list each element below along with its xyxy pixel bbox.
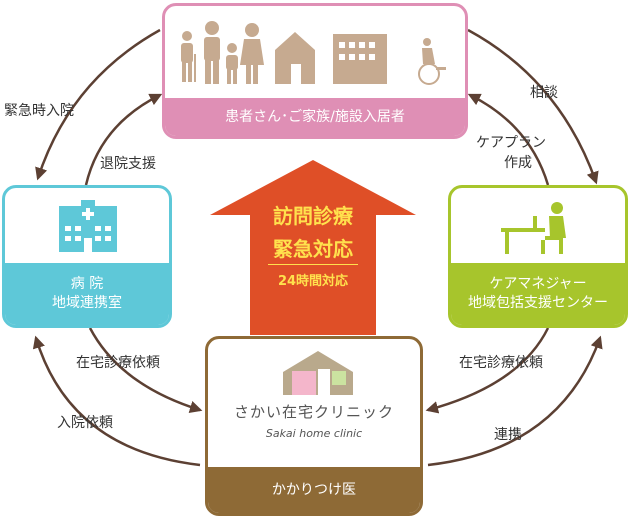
label-home-care-request-left: 在宅診療依頼 — [76, 355, 160, 371]
label-home-care-request-right: 在宅診療依頼 — [459, 355, 543, 371]
center-arrow — [210, 160, 416, 335]
clinic-label: かかりつけ医 — [271, 481, 357, 498]
arrow-clinic-to-caremanager — [427, 335, 603, 467]
center-arrow-text-2: 緊急対応 — [273, 237, 353, 261]
clinic-logo-icon — [283, 351, 353, 395]
label-care-plan-1: ケアプラン — [476, 135, 546, 151]
label-care-plan-2: 作成 — [504, 155, 532, 171]
label-cooperation: 連携 — [494, 427, 522, 443]
arrow-hospital-to-patient — [84, 93, 163, 186]
clinic-logo-subtext: Sakai home clinic — [265, 427, 363, 440]
hospital-label-2: 地域連携室 — [52, 295, 122, 311]
arrow-patient-to-caremanager — [467, 28, 599, 185]
label-discharge-support: 退院支援 — [100, 156, 156, 172]
hospital-icon — [59, 200, 117, 252]
label-consultation: 相談 — [530, 85, 558, 101]
center-arrow-divider — [268, 264, 358, 265]
center-arrow-text-1: 訪問診療 — [273, 204, 353, 228]
hospital-box: 病 院 地域連携室 — [2, 185, 172, 328]
care-manager-label-1: ケアマネジャー — [489, 276, 587, 292]
center-arrow-text-3: 24時間対応 — [277, 274, 349, 289]
arrow-patient-to-hospital — [35, 28, 161, 181]
care-manager-desk-icon — [501, 202, 566, 254]
clinic-logo-text: さかい在宅クリニック — [233, 403, 394, 421]
arrow-hospital-to-clinic — [88, 327, 203, 413]
hospital-label-1: 病 院 — [70, 276, 104, 292]
arrow-caremanager-to-clinic — [425, 327, 550, 414]
care-manager-caption: ケアマネジャー 地域包括支援センター — [451, 263, 625, 325]
clinic-caption: かかりつけ医 — [208, 467, 420, 513]
arrow-clinic-to-hospital — [32, 335, 201, 467]
patient-family-icons — [181, 21, 446, 85]
label-admission-request: 入院依頼 — [57, 415, 113, 431]
care-manager-label-2: 地域包括支援センター — [468, 295, 608, 311]
clinic-box: さかい在宅クリニック Sakai home clinic かかりつけ医 — [205, 336, 423, 516]
label-emergency-admission: 緊急時入院 — [4, 103, 74, 119]
patient-caption: 患者さん･ご家族/施設入居者 — [165, 98, 465, 136]
arrow-caremanager-to-patient — [467, 93, 550, 186]
care-manager-box: ケアマネジャー 地域包括支援センター — [448, 185, 628, 328]
patient-label: 患者さん･ご家族/施設入居者 — [225, 108, 405, 125]
hospital-caption: 病 院 地域連携室 — [5, 263, 169, 325]
patient-box: 患者さん･ご家族/施設入居者 — [162, 3, 468, 139]
